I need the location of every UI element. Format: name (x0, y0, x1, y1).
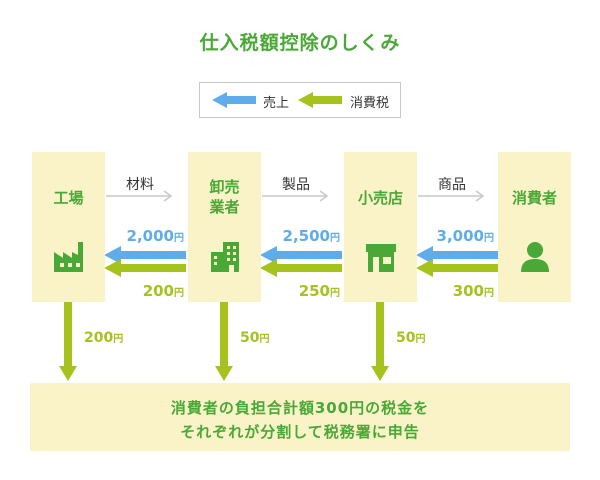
tax-arrow-1 (104, 259, 186, 277)
summary-box: 消費者の負担合計額300円の税金を それぞれが分割して税務署に申告 (30, 383, 570, 451)
tax-payment-value: 50 (240, 330, 260, 346)
entity-consumer: 消費者 (498, 152, 571, 302)
goods-label-merchandise: 商品 (438, 177, 466, 193)
sales-arrow-3 (416, 246, 498, 264)
tax-amount-value: 300 (452, 282, 484, 300)
payment-arrow-1 (59, 302, 77, 381)
tax-amount-unit: 円 (330, 288, 340, 299)
tax-amount-1: 200円 (104, 282, 184, 300)
payment-arrow-2 (215, 302, 233, 381)
legend: 売上 消費税 (199, 82, 401, 118)
tax-payment-unit: 円 (113, 334, 124, 345)
payment-arrow-3 (371, 302, 389, 381)
sales-arrow-1 (104, 246, 186, 264)
sales-arrow-2 (260, 246, 342, 264)
sales-amount-value: 2,000 (126, 227, 174, 245)
entity-name: 消費者 (511, 189, 557, 207)
entity-retailer: 小売店 (344, 152, 417, 302)
entity-name: 卸売 業者 (188, 177, 261, 217)
tax-arrow-3 (416, 259, 498, 277)
sales-amount-1: 2,000円 (104, 227, 184, 245)
tax-payment-value: 200 (84, 330, 114, 346)
goods-arrow-3 (418, 190, 485, 202)
legend-sales-label: 売上 (263, 96, 290, 111)
goods-label-products: 製品 (282, 177, 310, 193)
goods-label-materials: 材料 (126, 177, 154, 193)
tax-arrow-2 (260, 259, 342, 277)
tax-payment-value: 50 (396, 330, 416, 346)
store-icon (366, 244, 396, 272)
legend-arrows (212, 92, 342, 108)
tax-payment-factory: 200円 (84, 330, 123, 346)
sales-amount-3: 3,000円 (414, 227, 494, 245)
tax-amount-2: 250円 (260, 282, 340, 300)
entity-name-line-1: 卸売 (209, 178, 240, 196)
legend-sales-arrow (212, 92, 256, 108)
factory-icon (54, 242, 83, 272)
person-icon (521, 242, 549, 272)
tax-amount-unit: 円 (484, 288, 494, 299)
legend-tax-arrow (298, 92, 342, 108)
sales-amount-unit: 円 (174, 233, 184, 244)
entity-name-line-2: 業者 (209, 198, 240, 216)
tax-amount-unit: 円 (174, 288, 184, 299)
tax-payment-unit: 円 (259, 334, 270, 345)
tax-amount-3: 300円 (414, 282, 494, 300)
sales-amount-value: 2,500 (282, 227, 330, 245)
sales-amount-value: 3,000 (436, 227, 484, 245)
entity-factory: 工場 (32, 152, 105, 302)
page-title: 仕入税額控除のしくみ (199, 32, 401, 54)
sales-amount-2: 2,500円 (260, 227, 340, 245)
tax-amount-value: 200 (142, 282, 174, 300)
entity-name: 工場 (53, 189, 84, 207)
summary-line-1: 消費者の負担合計額300円の税金を (170, 399, 430, 417)
sales-amount-unit: 円 (484, 233, 494, 244)
entity-name: 小売店 (357, 189, 403, 207)
tax-payment-unit: 円 (415, 334, 426, 345)
tax-payment-retailer: 50円 (396, 330, 425, 346)
building-icon (211, 242, 239, 272)
goods-arrow-1 (106, 190, 173, 202)
summary-line-2: それぞれが分割して税務署に申告 (180, 423, 420, 441)
goods-arrow-2 (262, 190, 329, 202)
legend-tax-label: 消費税 (350, 96, 390, 111)
sales-amount-unit: 円 (330, 233, 340, 244)
tax-amount-value: 250 (298, 282, 330, 300)
entity-wholesaler: 卸売 業者 (188, 152, 261, 302)
tax-payment-wholesaler: 50円 (240, 330, 269, 346)
